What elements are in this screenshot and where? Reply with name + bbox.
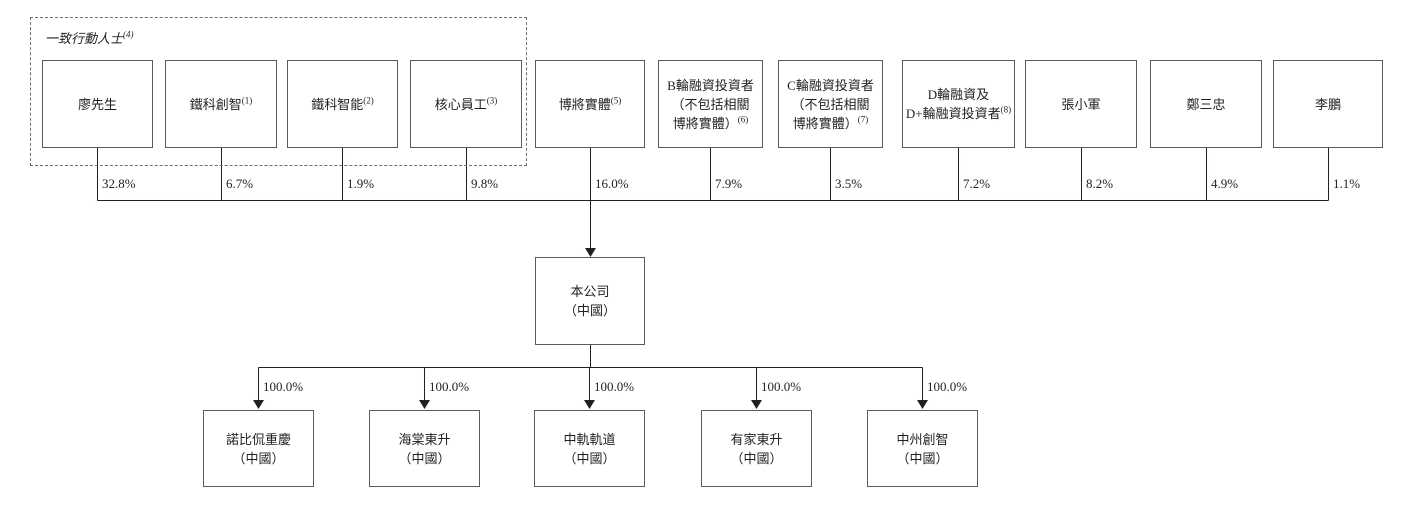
arrow-down-icon (917, 400, 928, 409)
shareholder-box-mr-liao: 廖先生 (42, 60, 153, 148)
ownership-percent-label: 1.9% (347, 176, 375, 191)
ownership-percent-label: 32.8% (102, 176, 136, 191)
shareholder-box-zhang-xiaojun: 張小軍 (1025, 60, 1137, 148)
shareholder-box-series-d-investors: D輪融資及 D+輪融資投資者(8) (902, 60, 1015, 148)
ownership-percent-label: 16.0% (595, 176, 629, 191)
subsidiary-box-zhonggui-guidao: 中軌軌道 （中國） (534, 410, 645, 487)
shareholder-box-series-c-investors: C輪融資投資者 （不包括相關 博將實體）(7) (778, 60, 883, 148)
ownership-percent-label: 7.9% (715, 176, 743, 191)
subsidiary-percent-label: 100.0% (263, 379, 304, 394)
shareholder-box-bojiang-entities: 博將實體(5) (535, 60, 645, 148)
arrow-down-icon (253, 400, 264, 409)
subsidiary-percent-label: 100.0% (927, 379, 968, 394)
shareholder-box-li-peng: 李鵬 (1273, 60, 1383, 148)
ownership-percent-label: 8.2% (1086, 176, 1114, 191)
subsidiary-percent-label: 100.0% (594, 379, 635, 394)
ownership-percent-label: 3.5% (835, 176, 863, 191)
company-box: 本公司 （中國） (535, 257, 645, 345)
acting-in-concert-group-box (30, 17, 527, 166)
subsidiary-box-haitang-dongsheng: 海棠東升 （中國） (369, 410, 480, 487)
ownership-percent-label: 7.2% (963, 176, 991, 191)
ownership-percent-label: 4.9% (1211, 176, 1239, 191)
arrow-down-icon (751, 400, 762, 409)
subsidiary-box-youjia-dongsheng: 有家東升 （中國） (701, 410, 812, 487)
arrow-down-icon (585, 248, 596, 257)
company-connector-lines (258, 200, 923, 401)
ownership-percent-label: 1.1% (1333, 176, 1361, 191)
shareholder-box-zheng-sanzhong: 鄭三忠 (1150, 60, 1262, 148)
shareholder-connector-lines (97, 148, 1329, 201)
acting-in-concert-group-label: 一致行動人士(4) (45, 29, 134, 46)
arrow-down-icon (584, 400, 595, 409)
arrowhead-icons (253, 248, 928, 409)
subsidiary-percent-label: 100.0% (429, 379, 470, 394)
subsidiary-box-zhongzhou-chuangzhi: 中州創智 （中國） (867, 410, 978, 487)
shareholder-box-tieke-zhineng: 鐵科智能(2) (287, 60, 398, 148)
ownership-percent-label: 6.7% (226, 176, 254, 191)
subsidiary-box-nuobikan-chongqing: 諾比侃重慶 （中國） (203, 410, 314, 487)
shareholder-box-series-b-investors: B輪融資投資者 （不包括相關 博將實體）(6) (658, 60, 763, 148)
subsidiary-percent-label: 100.0% (761, 379, 802, 394)
shareholder-box-tieke-chuangzhi: 鐵科創智(1) (165, 60, 277, 148)
arrow-down-icon (419, 400, 430, 409)
shareholder-box-core-employees: 核心員工(3) (410, 60, 522, 148)
ownership-percent-label: 9.8% (471, 176, 499, 191)
